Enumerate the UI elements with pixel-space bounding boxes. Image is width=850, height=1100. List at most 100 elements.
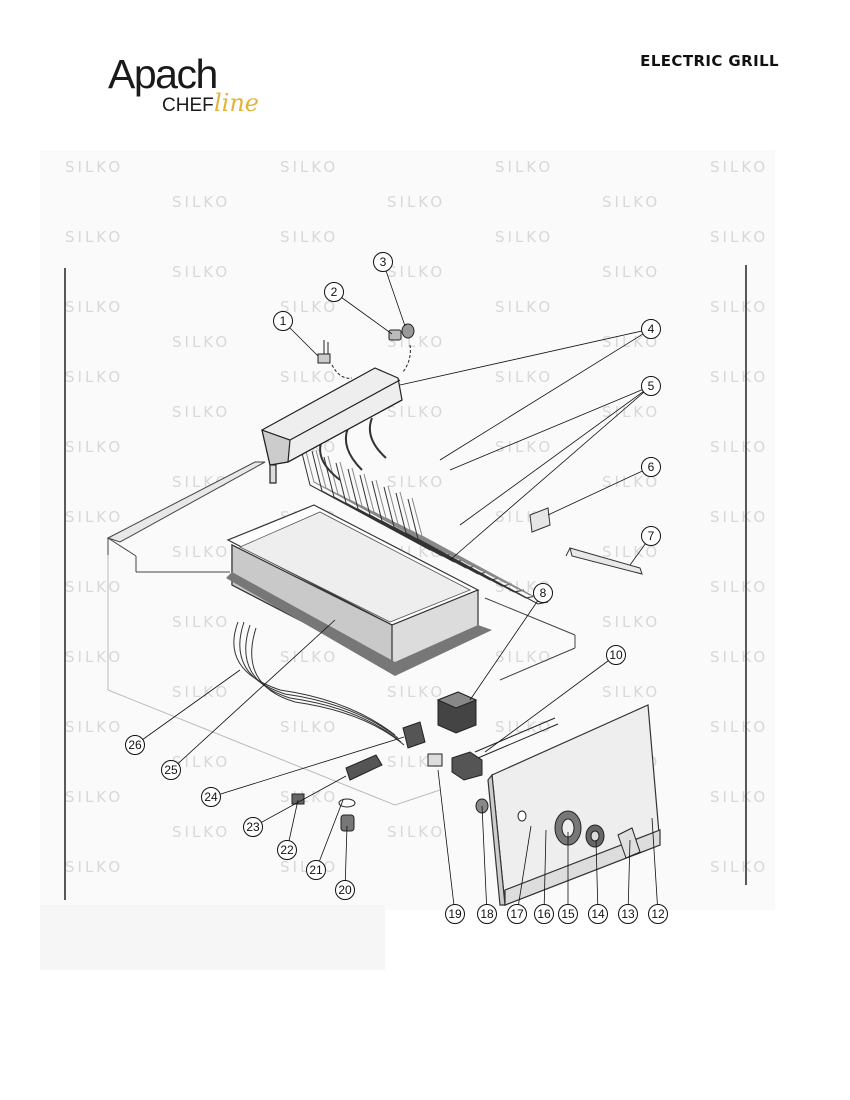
callout-label: 13 (621, 907, 635, 921)
callout-leader-26 (134, 669, 241, 746)
watermark-text: SILKO (65, 578, 123, 596)
callout-label: 12 (651, 907, 665, 921)
part-1-terminal (317, 340, 331, 364)
callout-17: 17 (507, 904, 527, 924)
callout-circle (335, 880, 355, 900)
callout-label: 25 (164, 763, 178, 777)
watermark-text: SILKO (280, 718, 338, 736)
callout-label: 22 (280, 843, 294, 857)
callout-label: 24 (204, 790, 218, 804)
watermark-text: SILKO (172, 543, 230, 561)
callout-label: 8 (540, 586, 547, 600)
callout-circle (125, 735, 145, 755)
watermark-text: SILKO (65, 298, 123, 316)
part-10-thermostat (451, 717, 559, 781)
callout-label: 23 (246, 820, 260, 834)
watermark-text: SILKO (602, 473, 660, 491)
watermark-text: SILKO (495, 438, 553, 456)
watermark-text: SILKO (495, 228, 553, 246)
page-title: ELECTRIC GRILL (640, 52, 779, 70)
callout-circle (324, 282, 344, 302)
callout-leader-16 (543, 829, 547, 915)
callout-leader-8 (469, 592, 544, 701)
callout-circle (588, 904, 608, 924)
callout-7: 7 (641, 526, 661, 546)
grill-basin (226, 504, 492, 676)
callout-leader-17 (516, 825, 532, 915)
part-26-cables (233, 621, 405, 746)
callout-26: 26 (125, 735, 145, 755)
callout-19: 19 (445, 904, 465, 924)
watermark-text: SILKO (387, 683, 445, 701)
callout-leader-25 (170, 619, 336, 771)
callout-label: 4 (648, 322, 655, 336)
watermark-text: SILKO (65, 368, 123, 386)
callout-4: 4 (641, 319, 661, 339)
watermark-text: SILKO (710, 438, 768, 456)
watermark-text: SILKO (280, 788, 338, 806)
callout-leader-18 (481, 805, 488, 915)
knob-assembly (475, 798, 641, 859)
callout-10: 10 (606, 645, 626, 665)
callout-leader-20 (344, 825, 348, 891)
callout-leader-3 (382, 261, 406, 327)
heating-elements (299, 417, 549, 605)
callout-circle (373, 252, 393, 272)
callout-8: 8 (533, 583, 553, 603)
watermark-text: SILKO (495, 298, 553, 316)
callout-leader-21 (315, 799, 344, 871)
watermark-text: SILKO (602, 193, 660, 211)
callout-label: 20 (338, 883, 352, 897)
grill-support-bracket (529, 507, 551, 533)
callout-25: 25 (161, 760, 181, 780)
cabinet-body (106, 461, 576, 806)
watermark-text: SILKO (65, 648, 123, 666)
watermark-text: SILKO (387, 403, 445, 421)
callout-leader-24 (210, 736, 405, 798)
element-head-housing (261, 367, 403, 484)
callout-circle (477, 904, 497, 924)
callout-leader-4 (439, 328, 652, 461)
callout-leader-5 (449, 385, 652, 471)
watermark-text: SILKO (280, 158, 338, 176)
watermark-text: SILKO (602, 683, 660, 701)
watermark-text: SILKO (710, 788, 768, 806)
watermark-text: SILKO (172, 333, 230, 351)
callout-label: 1 (280, 314, 287, 328)
callout-2: 2 (324, 282, 344, 302)
callout-circle (201, 787, 221, 807)
watermark-text: SILKO (495, 648, 553, 666)
callout-leader-13 (627, 839, 631, 915)
callout-circle (161, 760, 181, 780)
callout-circle (641, 376, 661, 396)
watermark-text: SILKO (65, 438, 123, 456)
watermark-text: SILKO (280, 228, 338, 246)
logo-brand-name: Apach (108, 51, 218, 97)
watermark-text: SILKO (710, 648, 768, 666)
watermark-text: SILKO (710, 578, 768, 596)
watermark-text: SILKO (710, 228, 768, 246)
control-panel (487, 704, 661, 906)
heating-element-tube-inner (411, 497, 543, 602)
watermark-text: SILKO (387, 193, 445, 211)
watermark-text: SILKO (710, 298, 768, 316)
apach-chef-line-logo: Apach CHEF line (108, 50, 278, 125)
part-7-bracket (565, 547, 643, 575)
watermark-text: SILKO (602, 403, 660, 421)
callout-22: 22 (277, 840, 297, 860)
callout-label: 2 (331, 285, 338, 299)
callout-circle (641, 319, 661, 339)
callout-leader-6 (547, 466, 652, 516)
callout-label: 16 (537, 907, 551, 921)
part-20-lamp (340, 814, 355, 832)
callout-circle (306, 860, 326, 880)
callout-16: 16 (534, 904, 554, 924)
watermark-text: SILKO (172, 613, 230, 631)
watermark-text: SILKO (280, 368, 338, 386)
callout-circle (648, 904, 668, 924)
watermark-text: SILKO (65, 788, 123, 806)
callout-1: 1 (273, 311, 293, 331)
watermark-text: SILKO (495, 158, 553, 176)
